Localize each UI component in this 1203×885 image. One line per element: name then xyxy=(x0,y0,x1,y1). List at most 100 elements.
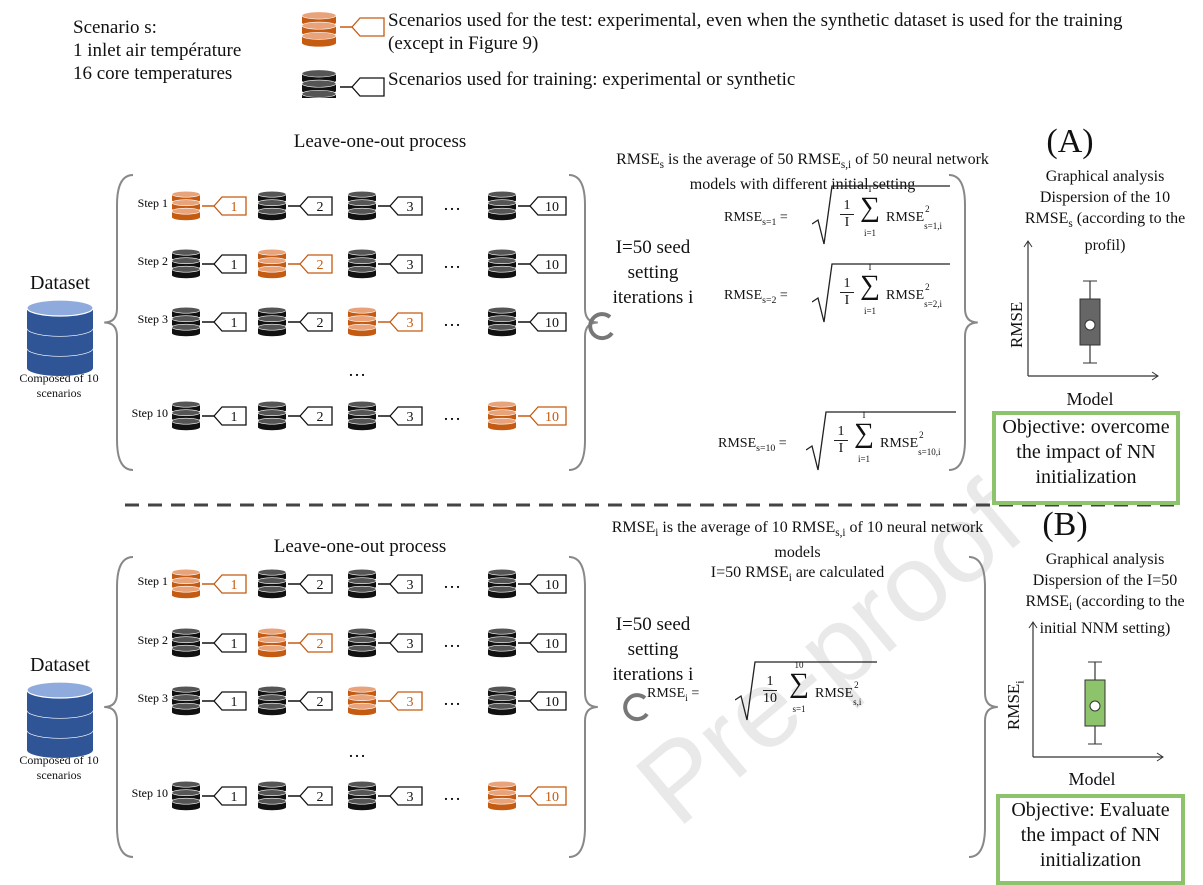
scenario-stack-icon xyxy=(487,780,517,811)
legend-train-text: Scenarios used for training: experimenta… xyxy=(388,69,796,90)
tag-label: 3 xyxy=(407,695,414,710)
panel-a-dataset-title: Dataset xyxy=(30,272,90,294)
scenario-tag: 1 xyxy=(202,312,247,332)
scenario-item: 3 xyxy=(347,685,423,716)
ellipsis: … xyxy=(443,194,461,214)
scenario-stack-icon xyxy=(171,190,201,221)
step-label: Step 3 xyxy=(138,691,168,705)
scenario-stack-icon xyxy=(487,306,517,337)
ellipsis: … xyxy=(443,689,461,709)
database-icon xyxy=(26,299,94,376)
step-label: Step 2 xyxy=(138,254,168,268)
scenario-tag: 3 xyxy=(378,786,423,806)
scenario-item: 1 xyxy=(171,627,247,658)
test-scenario-icon xyxy=(301,11,385,47)
scenario-item: 2 xyxy=(257,400,333,431)
sqrt-sign xyxy=(812,185,950,245)
scenario-stack-icon xyxy=(347,627,377,658)
scenario-tag: 10 xyxy=(518,406,567,426)
tag-label: 3 xyxy=(407,578,414,593)
panel-a-analysis: Graphical analysis Dispersion of the 10 … xyxy=(1024,168,1186,255)
scenario-tag: 10 xyxy=(518,574,567,594)
tag-label: 10 xyxy=(545,258,559,273)
scenario-tag: 2 xyxy=(288,574,333,594)
scenario-tag: 3 xyxy=(378,312,423,332)
scenario-stack-icon xyxy=(257,248,287,279)
scenario-tag: 2 xyxy=(288,633,333,653)
scenario-stack-icon xyxy=(347,780,377,811)
scenario-tag: 10 xyxy=(518,786,567,806)
sum-upper: I xyxy=(868,262,872,272)
scenario-tag: 2 xyxy=(288,691,333,711)
curly-brace xyxy=(568,556,598,858)
scenario-tag: 3 xyxy=(378,574,423,594)
sum-lower: s=1 xyxy=(792,704,806,714)
curly-brace xyxy=(104,174,134,471)
scenario-tag: 2 xyxy=(288,254,333,274)
scenario-tag xyxy=(340,17,385,37)
scenario-stack-icon xyxy=(301,11,337,47)
equation-lhs: RMSEs=1 = xyxy=(724,210,788,228)
refresh-icon xyxy=(623,693,649,722)
panel-b-letter: (B) xyxy=(1042,506,1088,543)
tag-label: 2 xyxy=(317,410,324,425)
tag-label: 1 xyxy=(231,695,238,710)
step-label: Step 2 xyxy=(138,633,168,647)
curly-brace xyxy=(568,174,598,471)
scenario-stack-icon xyxy=(487,248,517,279)
scenario-item: 1 xyxy=(171,400,247,431)
equation-lhs: RMSEs=10 = xyxy=(718,436,787,454)
panel-b-loo-title: Leave-one-out process xyxy=(273,536,447,557)
tag-label: 2 xyxy=(317,637,324,652)
sum-symbol: ∑ xyxy=(789,668,809,699)
tag-label: 2 xyxy=(317,316,324,331)
scenario-item: 3 xyxy=(347,780,423,811)
tag-label: 10 xyxy=(545,316,559,331)
scenario-item: 10 xyxy=(487,685,567,716)
sum-lower: i=1 xyxy=(857,454,871,464)
scenario-tag xyxy=(340,77,385,97)
panel-b-rmse-description: RMSEi is the average of 10 RMSEs,i of 10… xyxy=(611,519,984,585)
scenario-stack-icon xyxy=(257,780,287,811)
scenario-tag: 2 xyxy=(288,406,333,426)
scenario-item: 2 xyxy=(257,627,333,658)
ellipsis: … xyxy=(443,784,461,804)
scenario-tag: 3 xyxy=(378,406,423,426)
scenario-stack-icon xyxy=(487,685,517,716)
scenario-tag: 10 xyxy=(518,633,567,653)
scenario-item: 10 xyxy=(487,306,567,337)
tag-label: 10 xyxy=(545,637,559,652)
tag-label: 2 xyxy=(317,200,324,215)
scenario-item: 2 xyxy=(257,306,333,337)
tag-label: 3 xyxy=(407,790,414,805)
ellipsis: … xyxy=(443,404,461,424)
scenario-stack-icon xyxy=(347,685,377,716)
curly-brace xyxy=(948,174,978,471)
tag-label: 1 xyxy=(231,200,238,215)
panel-a-letter: (A) xyxy=(1046,123,1094,160)
boxplot-chart xyxy=(1028,621,1164,762)
scenario-stack-icon xyxy=(347,190,377,221)
sum-upper: I xyxy=(868,184,872,194)
scenario-stack-icon xyxy=(171,248,201,279)
fraction: 1 I xyxy=(840,198,854,231)
scenario-item: 10 xyxy=(487,190,567,221)
scenario-stack-icon xyxy=(301,69,337,98)
scenario-tag: 2 xyxy=(288,196,333,216)
scenario-stack-icon xyxy=(487,627,517,658)
boxplot-chart xyxy=(1023,240,1159,381)
tag-label: 3 xyxy=(407,410,414,425)
scenario-tag: 3 xyxy=(378,691,423,711)
panel-b-x-label: Model xyxy=(1068,769,1116,789)
scenario-item: 1 xyxy=(171,248,247,279)
step-label: Step 1 xyxy=(138,196,168,210)
train-scenario-icon xyxy=(301,69,385,98)
scenario-stack-icon xyxy=(257,627,287,658)
tag-label: 3 xyxy=(407,637,414,652)
scenario-stack-icon xyxy=(171,685,201,716)
